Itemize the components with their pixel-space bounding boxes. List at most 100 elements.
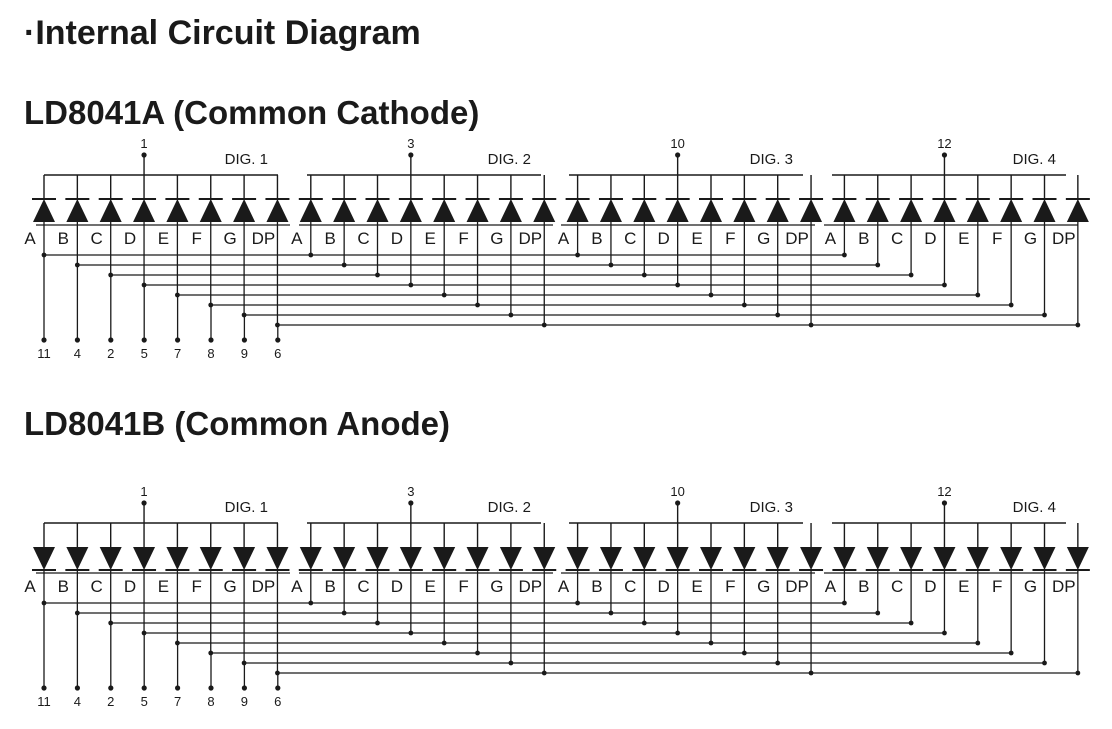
segment-pin-label: 4 [74, 694, 81, 709]
segment-label: E [425, 229, 436, 248]
segment-label: D [658, 229, 670, 248]
led-diode [933, 199, 956, 222]
led-diode [700, 199, 722, 222]
segment-pin-dot [275, 337, 281, 343]
segment-pin-label: 8 [207, 694, 214, 709]
segment-label: B [324, 229, 335, 248]
digit-label: DIG. 4 [1013, 151, 1056, 168]
segment-label: E [958, 577, 969, 596]
led-diode [1000, 547, 1023, 570]
led-diode [599, 199, 622, 222]
led-diode [366, 199, 389, 222]
common-pin-dot [941, 152, 948, 158]
common-pin-dot [141, 500, 147, 506]
led-diode [966, 547, 989, 570]
led-diode [33, 199, 55, 222]
digit-label: DIG. 1 [225, 499, 268, 516]
led-diode [299, 547, 322, 570]
led-diode [466, 199, 489, 222]
common-pin-dot [675, 500, 681, 506]
segment-label: G [1024, 229, 1037, 248]
segment-label: D [658, 577, 670, 596]
segment-pin-label: 2 [107, 346, 114, 361]
led-diode [766, 199, 789, 222]
segment-pin-dot [208, 685, 214, 691]
segment-label: DP [252, 577, 276, 596]
common-pin-label: 1 [140, 484, 147, 499]
digit-label: DIG. 4 [1013, 499, 1056, 516]
segment-label: E [158, 577, 169, 596]
led-diode [666, 547, 689, 570]
segment-pin-dot [74, 337, 80, 343]
led-diode [133, 199, 156, 222]
led-diode [1033, 199, 1056, 222]
led-diode [766, 547, 789, 570]
segment-pin-label: 11 [37, 694, 51, 709]
led-diode [99, 547, 122, 570]
segment-label: D [391, 229, 403, 248]
led-diode [166, 199, 189, 222]
common-pin-dot [941, 500, 948, 506]
common-pin-label: 12 [937, 136, 951, 151]
segment-label: C [91, 577, 103, 596]
led-diode [900, 547, 923, 570]
led-diode [199, 199, 222, 222]
segment-pin-dot [41, 337, 47, 343]
led-diode [566, 547, 589, 570]
led-diode [366, 547, 389, 570]
segment-label: G [757, 229, 770, 248]
segment-label: F [192, 229, 202, 248]
common-pin-dot [675, 152, 681, 158]
segment-pin-label: 6 [274, 346, 281, 361]
page-title: ·Internal Circuit Diagram [24, 14, 421, 52]
common-pin-label: 1 [140, 136, 147, 151]
led-diode [1066, 547, 1089, 570]
segment-label: G [223, 229, 236, 248]
common-pin-dot [408, 500, 414, 506]
segment-label: F [725, 577, 735, 596]
segment-label: D [924, 577, 936, 596]
digit-label: DIG. 3 [750, 499, 793, 516]
segment-label: C [891, 577, 903, 596]
led-diode [399, 547, 422, 570]
led-diode [1000, 199, 1023, 222]
segment-label: DP [1052, 577, 1076, 596]
segment-label: G [757, 577, 770, 596]
segment-label: A [24, 229, 36, 248]
segment-label: F [192, 577, 202, 596]
common-pin-label: 3 [407, 484, 414, 499]
led-diode [533, 547, 556, 570]
segment-pin-dot [141, 685, 147, 691]
common-pin-label: 10 [670, 484, 684, 499]
section-title-common-cathode: LD8041A (Common Cathode) [24, 94, 480, 131]
segment-label: F [992, 577, 1002, 596]
segment-label: C [357, 577, 369, 596]
segment-pin-dot [275, 685, 281, 691]
segment-label: G [490, 577, 503, 596]
led-diode [133, 547, 156, 570]
segment-label: DP [252, 229, 276, 248]
led-diode [99, 199, 122, 222]
led-diode [566, 199, 589, 222]
led-diode [666, 199, 689, 222]
led-diode [866, 547, 889, 570]
segment-label: DP [785, 577, 809, 596]
segment-label: E [691, 229, 702, 248]
segment-label: A [558, 577, 570, 596]
led-diode [800, 199, 823, 222]
segment-label: D [124, 229, 136, 248]
digit-label: DIG. 1 [225, 151, 268, 168]
common-pin-dot [408, 152, 414, 158]
segment-label: B [591, 229, 602, 248]
led-diode [433, 199, 456, 222]
led-diode [233, 199, 256, 222]
led-diode [33, 547, 55, 570]
led-diode [399, 199, 422, 222]
segment-pin-dot [175, 337, 181, 343]
common-pin-label: 12 [937, 484, 951, 499]
led-diode [700, 547, 722, 570]
segment-pin-label: 2 [107, 694, 114, 709]
segment-pin-dot [74, 685, 80, 691]
segment-label: C [91, 229, 103, 248]
